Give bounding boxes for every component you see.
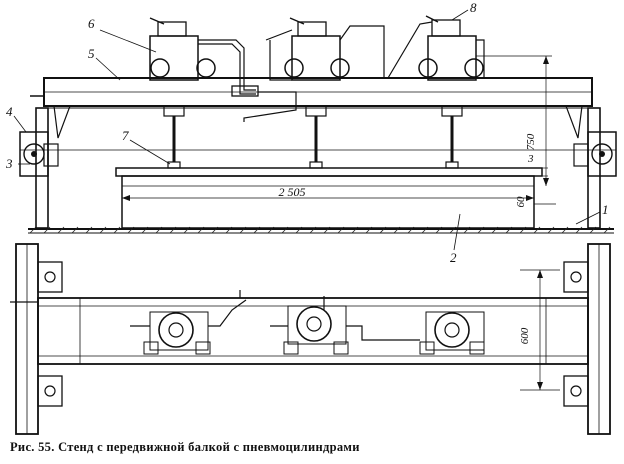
dimension-2505: 2 505 (122, 185, 534, 201)
rail-left (15, 243, 63, 435)
rail-right (563, 243, 611, 435)
callout-5: 5 (88, 46, 95, 61)
dimension-750: 750 (476, 55, 552, 186)
dimension-3-label: 3 (527, 153, 534, 165)
cylinder-plan-2 (283, 305, 349, 355)
figure-caption: Рис. 55. Стенд с передвижной балкой с пн… (10, 440, 360, 454)
callout-8: 8 (470, 0, 477, 15)
cylinder-unit-2 (284, 17, 350, 169)
dimension-750-label: 750 (525, 133, 537, 150)
cylinder-plan-3 (419, 311, 485, 355)
callout-7: 7 (122, 128, 129, 143)
elevation-view: 750 3 60 2 505 (5, 0, 617, 265)
dimension-600: 600 (519, 269, 560, 391)
callout-6: 6 (88, 16, 95, 31)
cylinder-plan-1 (143, 311, 211, 355)
dimension-60-label: 60 (515, 196, 527, 208)
dimension-600-label: 600 (519, 327, 531, 344)
callout-3: 3 (5, 156, 13, 171)
end-carriage-right (573, 131, 617, 177)
callout-4: 4 (6, 104, 13, 119)
callout-2: 2 (450, 250, 457, 265)
callouts-elevation (13, 9, 601, 251)
callout-1: 1 (602, 202, 609, 217)
air-piping (198, 21, 485, 122)
plan-view: 600 (10, 243, 611, 435)
test-body (115, 167, 543, 229)
dimension-2505-label: 2 505 (279, 185, 306, 199)
stand-drawing: 750 3 60 2 505 (5, 0, 617, 435)
plan-piping (130, 290, 420, 341)
dimension-60: 60 (515, 196, 556, 208)
end-carriage-left (19, 131, 59, 177)
cylinder-unit-1 (149, 17, 216, 169)
dimension-3: 3 (527, 153, 548, 177)
cylinder-unit-3 (418, 15, 484, 169)
